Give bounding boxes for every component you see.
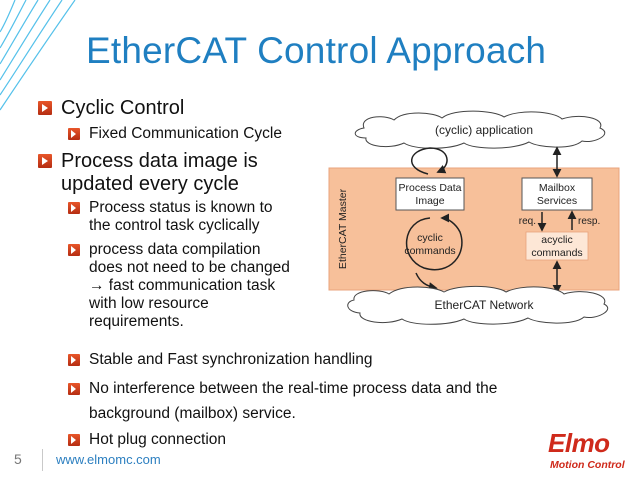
footer-divider xyxy=(42,449,43,471)
bullet-process-status: Process status is known to the control t… xyxy=(68,199,273,235)
acyclic-label-1: acyclic xyxy=(541,234,573,246)
page-number: 5 xyxy=(14,451,22,467)
bullet-fixed-cycle: Fixed Communication Cycle xyxy=(68,125,282,143)
cyclic-label-2: commands xyxy=(404,245,455,257)
bottom-cycle-arrow xyxy=(415,272,438,291)
acyclic-label-2: commands xyxy=(531,247,582,259)
corner-decoration xyxy=(0,0,76,111)
footer-url[interactable]: www.elmomc.com xyxy=(56,452,161,467)
network-label: EtherCAT Network xyxy=(435,298,535,312)
slide-title: EtherCAT Control Approach xyxy=(86,30,547,71)
bullet-text: Stable and Fast synchronization handling xyxy=(89,351,373,368)
bullet-sync: Stable and Fast synchronization handling xyxy=(68,347,373,372)
resp-label: resp. xyxy=(578,216,600,227)
bullet-text: Process data image is updated every cycl… xyxy=(61,150,258,195)
bullet-text: Hot plug connection xyxy=(89,431,227,448)
bullet-arrow-icon xyxy=(68,202,80,214)
bullet-arrow-icon xyxy=(38,101,52,115)
cyclic-label-1: cyclic xyxy=(417,232,443,244)
mailbox-label-1: Mailbox xyxy=(539,182,576,194)
bullet-arrow-icon xyxy=(68,244,80,256)
bullet-text: Process status is known to the control t… xyxy=(89,199,273,234)
application-label: (cyclic) application xyxy=(435,123,533,137)
acyclic-box xyxy=(525,231,589,261)
req-label: req. xyxy=(519,216,536,227)
bullet-arrow-icon xyxy=(68,128,80,140)
mailbox-box xyxy=(521,177,593,211)
bullet-process-image: Process data image is updated every cycl… xyxy=(38,150,258,196)
master-label: EtherCAT Master xyxy=(337,188,349,269)
network-cloud xyxy=(347,285,609,325)
bullet-arrow-icon xyxy=(68,383,80,395)
process-data-label-2: Image xyxy=(415,195,444,207)
bullet-text: process data compilation does not need t… xyxy=(89,241,290,330)
bullet-arrow-icon xyxy=(68,354,80,366)
application-cloud xyxy=(354,110,606,149)
elmo-logo: Elmo Motion Control xyxy=(548,426,632,474)
bullet-cyclic-control: Cyclic Control xyxy=(38,97,184,120)
bullet-text: Fixed Communication Cycle xyxy=(89,125,282,142)
logo-tagline: Motion Control xyxy=(550,459,625,471)
process-data-box xyxy=(395,177,465,211)
top-cycle-arrow xyxy=(410,147,448,175)
mailbox-label-2: Services xyxy=(537,195,577,207)
bullet-arrow-icon xyxy=(38,154,52,168)
process-data-label-1: Process Data xyxy=(398,182,461,194)
bullet-hot-plug: Hot plug connection xyxy=(68,427,226,452)
cyclic-loop-arrow xyxy=(406,213,463,271)
logo-name: Elmo xyxy=(548,428,610,458)
bullet-text: Cyclic Control xyxy=(61,97,185,119)
bullet-arrow-icon xyxy=(68,434,80,446)
bullet-text: No interference between the real-time pr… xyxy=(89,380,498,422)
bullet-compilation: process data compilation does not need t… xyxy=(68,241,290,331)
ethercat-diagram: (cyclic) application EtherCAT Master Pro… xyxy=(328,110,620,325)
bullet-interference: No interference between the real-time pr… xyxy=(68,376,497,426)
